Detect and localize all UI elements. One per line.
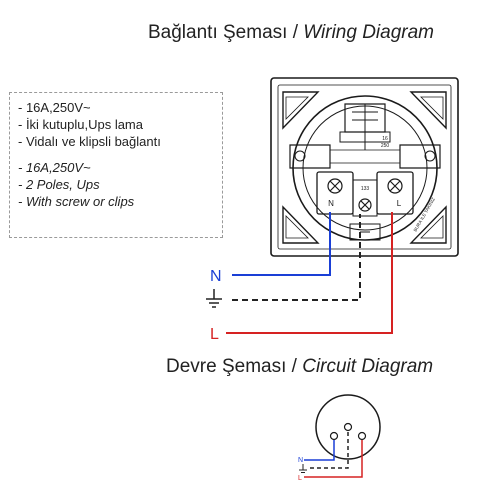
socket-plate-inner	[277, 84, 452, 250]
earth-mark: 133	[361, 186, 370, 192]
spec-en-1: - 16A,250V~	[18, 160, 91, 175]
spec-en-2: - 2 Poles, Ups	[18, 177, 100, 192]
circuit-earth-icon	[299, 464, 307, 473]
earth-terminal-housing	[352, 179, 378, 217]
terminal-n-label: N	[328, 199, 334, 208]
circuit-wires	[304, 431, 363, 478]
socket-plate-outer	[270, 77, 459, 257]
socket-mechanism	[270, 77, 459, 257]
circuit-socket-symbol	[315, 394, 381, 460]
neutral-wire	[232, 212, 331, 276]
circuit-diagram-title: Devre Şeması / Circuit Diagram	[166, 356, 433, 378]
circuit-neutral-label: N	[298, 457, 303, 464]
earth-wire	[232, 214, 361, 301]
circuit-earth-wire	[310, 431, 349, 469]
spec-tr-1: - 16A,250V~	[18, 100, 91, 115]
terminal-l-label: L	[397, 199, 402, 208]
rating-volts: 250	[381, 143, 390, 149]
circuit-title-en: Circuit Diagram	[302, 356, 434, 377]
rating-amps: 16	[382, 136, 388, 142]
specification-box: - 16A,250V~ - İki kutuplu,Ups lama - Vid…	[9, 92, 223, 238]
spec-en-3: - With screw or clips	[18, 194, 135, 209]
circuit-neutral-wire	[304, 440, 335, 461]
wiring-title-en: Wiring Diagram	[303, 22, 434, 43]
corner-fixing-slots	[282, 91, 447, 244]
wiring-neutral-label: N	[210, 268, 222, 285]
live-wire	[226, 212, 393, 334]
earth-ground-icon	[206, 289, 222, 308]
spec-tr-2: - İki kutuplu,Ups lama	[18, 117, 143, 132]
circuit-live-wire	[304, 440, 363, 478]
circuit-title-tr: Devre Şeması /	[166, 356, 297, 377]
spec-tr-3: - Vidalı ve klipsli bağlantı	[18, 134, 161, 149]
wiring-title-tr: Bağlantı Şeması /	[148, 22, 298, 43]
circuit-live-label: L	[298, 475, 302, 482]
wiring-live-label: L	[210, 326, 219, 343]
wiring-diagram-title: Bağlantı Şeması / Wiring Diagram	[148, 22, 434, 44]
wires	[226, 212, 393, 334]
